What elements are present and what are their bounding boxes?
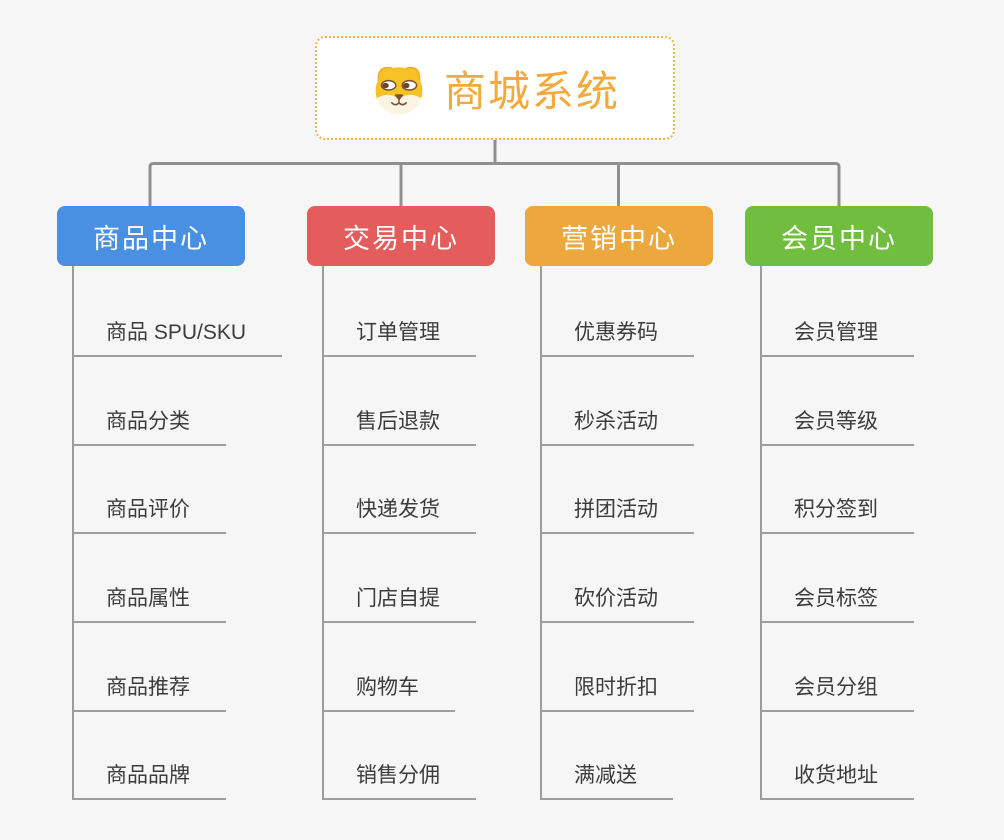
leaf-item[interactable]: 商品属性 bbox=[72, 587, 226, 623]
branch-bus-line bbox=[148, 162, 841, 207]
leaf-item[interactable]: 会员分组 bbox=[760, 676, 914, 712]
branch-node-product-center[interactable]: 商品中心 bbox=[57, 206, 245, 266]
leaf-item[interactable]: 收货地址 bbox=[760, 764, 914, 800]
leaf-item[interactable]: 商品评价 bbox=[72, 498, 226, 534]
branch-node-member-center[interactable]: 会员中心 bbox=[745, 206, 933, 266]
leaf-item[interactable]: 秒杀活动 bbox=[540, 410, 694, 446]
branch-node-marketing-center[interactable]: 营销中心 bbox=[525, 206, 713, 266]
leaf-item[interactable]: 拼团活动 bbox=[540, 498, 694, 534]
leaf-item[interactable]: 砍价活动 bbox=[540, 587, 694, 623]
leaf-item[interactable]: 会员标签 bbox=[760, 587, 914, 623]
leaf-item[interactable]: 商品 SPU/SKU bbox=[72, 321, 283, 357]
leaf-item[interactable]: 优惠券码 bbox=[540, 321, 694, 357]
leaf-item[interactable]: 会员管理 bbox=[760, 321, 914, 357]
leaf-item[interactable]: 积分签到 bbox=[760, 498, 914, 534]
leaf-item[interactable]: 售后退款 bbox=[322, 410, 476, 446]
leaf-item[interactable]: 销售分佣 bbox=[322, 764, 476, 800]
branch-node-trade-center[interactable]: 交易中心 bbox=[307, 206, 495, 266]
leaf-item[interactable]: 购物车 bbox=[322, 676, 455, 712]
root-node[interactable]: 商城系统 bbox=[315, 36, 675, 140]
leaf-item[interactable]: 限时折扣 bbox=[540, 676, 694, 712]
leaf-item[interactable]: 门店自提 bbox=[322, 587, 476, 623]
leaf-item[interactable]: 商品推荐 bbox=[72, 676, 226, 712]
leaf-item[interactable]: 快递发货 bbox=[322, 498, 476, 534]
leaf-item[interactable]: 商品品牌 bbox=[72, 764, 226, 800]
leaf-item[interactable]: 满减送 bbox=[540, 764, 673, 800]
leaf-item[interactable]: 商品分类 bbox=[72, 410, 226, 446]
shiba-dog-icon bbox=[370, 61, 428, 115]
leaf-item[interactable]: 订单管理 bbox=[322, 321, 476, 357]
root-title: 商城系统 bbox=[443, 67, 620, 115]
leaf-item[interactable]: 会员等级 bbox=[760, 410, 914, 446]
